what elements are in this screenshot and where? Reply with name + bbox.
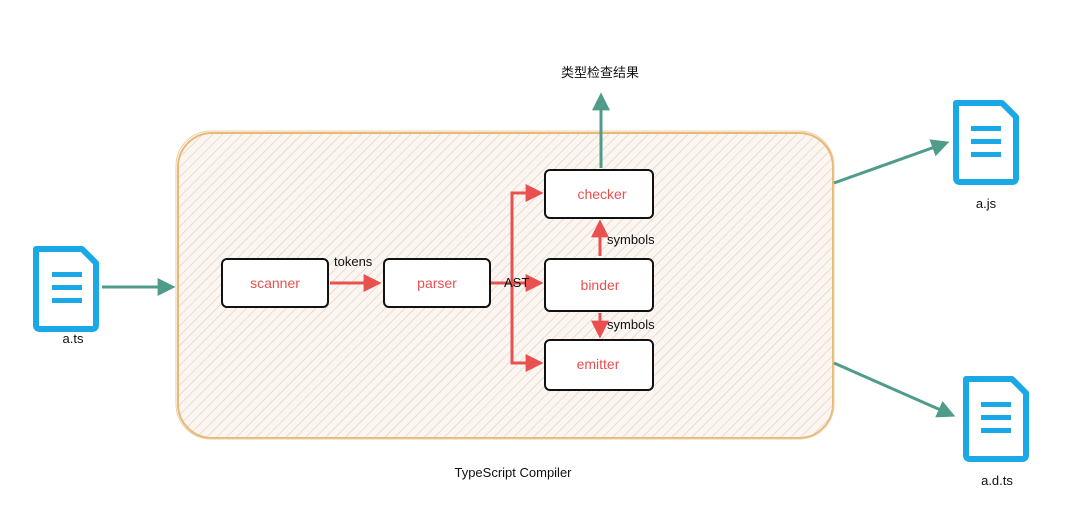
binder-label: binder	[581, 277, 620, 293]
emitter-box: emitter	[544, 339, 654, 391]
input-file-label: a.ts	[63, 331, 84, 346]
output-arrow-js	[833, 139, 950, 185]
parser-box: parser	[383, 258, 491, 308]
ast-arrow-emitter	[510, 283, 544, 372]
compiler-title: TypeScript Compiler	[454, 465, 572, 480]
input-file-icon	[33, 246, 99, 332]
symbols-down-label: symbols	[607, 317, 655, 332]
output-dts-file-icon	[963, 376, 1029, 462]
scanner-label: scanner	[250, 275, 300, 291]
checker-label: checker	[577, 186, 626, 202]
checker-box: checker	[544, 169, 654, 219]
output-js-file-icon	[953, 100, 1019, 185]
output-js-file-label: a.js	[976, 196, 997, 211]
emitter-label: emitter	[577, 356, 620, 372]
compiler-container	[175, 130, 835, 440]
tokens-label: tokens	[334, 254, 373, 269]
type-check-result-label: 类型检查结果	[561, 66, 639, 81]
symbols-up-label: symbols	[607, 232, 655, 247]
output-dts-file-label: a.d.ts	[981, 473, 1013, 488]
ast-label: AST	[504, 275, 529, 290]
binder-box: binder	[544, 258, 654, 312]
output-arrow-dts	[833, 361, 956, 418]
ast-arrow-checker	[510, 184, 544, 283]
scanner-box: scanner	[221, 258, 329, 308]
parser-label: parser	[417, 275, 457, 291]
